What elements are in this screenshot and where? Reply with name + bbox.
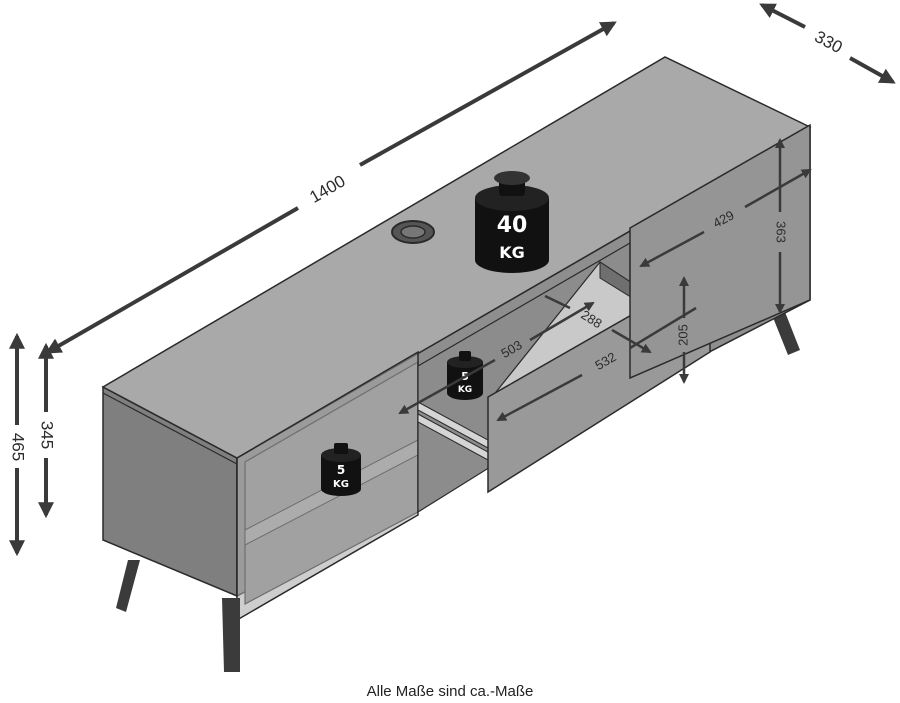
arrow-drawer-inner <box>544 294 571 310</box>
arrow-width <box>45 206 299 354</box>
dim-door-height-label: 363 <box>774 221 789 243</box>
inner-dimension-arrows <box>398 138 812 422</box>
arrow-drawer-inner-b <box>611 328 652 354</box>
dim-drawer-height-label: 205 <box>675 324 690 346</box>
dim-width-label: 1400 <box>306 171 348 206</box>
arrow-drawer-front <box>496 373 583 422</box>
arrow-door-width <box>639 230 705 268</box>
caption: Alle Maße sind ca.-Maße <box>366 683 534 700</box>
weight-shelf-value: 5 <box>337 463 345 477</box>
dim-height-body-label: 345 <box>38 421 57 449</box>
dim-height-total-label: 465 <box>9 433 28 461</box>
dim-depth-label: 330 <box>811 27 845 57</box>
arrow-drawer-depth-b <box>529 301 595 342</box>
weight-40-value: 40 <box>497 213 528 238</box>
cable-hole-inner <box>400 225 426 239</box>
weight-40-unit: KG <box>499 243 525 262</box>
arrow-depth <box>759 3 806 29</box>
leg-front-left <box>222 598 240 672</box>
top-edge-line <box>102 392 238 465</box>
arrow-width-b <box>359 21 617 167</box>
arrow-drawer-depth <box>398 358 496 415</box>
right-door <box>629 123 811 380</box>
dimension-arrows <box>9 3 896 557</box>
arrow-door-width-b <box>744 168 812 209</box>
weight-drawer-unit: KG <box>458 385 472 395</box>
leg-back-left <box>116 560 140 612</box>
leg-back-right <box>772 312 800 355</box>
weight-5kg-shelf: 5 KG <box>321 443 361 496</box>
arrow-depth-b <box>849 56 896 84</box>
weight-40kg: 40 KG <box>475 171 549 273</box>
weight-shelf-unit: KG <box>333 479 349 490</box>
